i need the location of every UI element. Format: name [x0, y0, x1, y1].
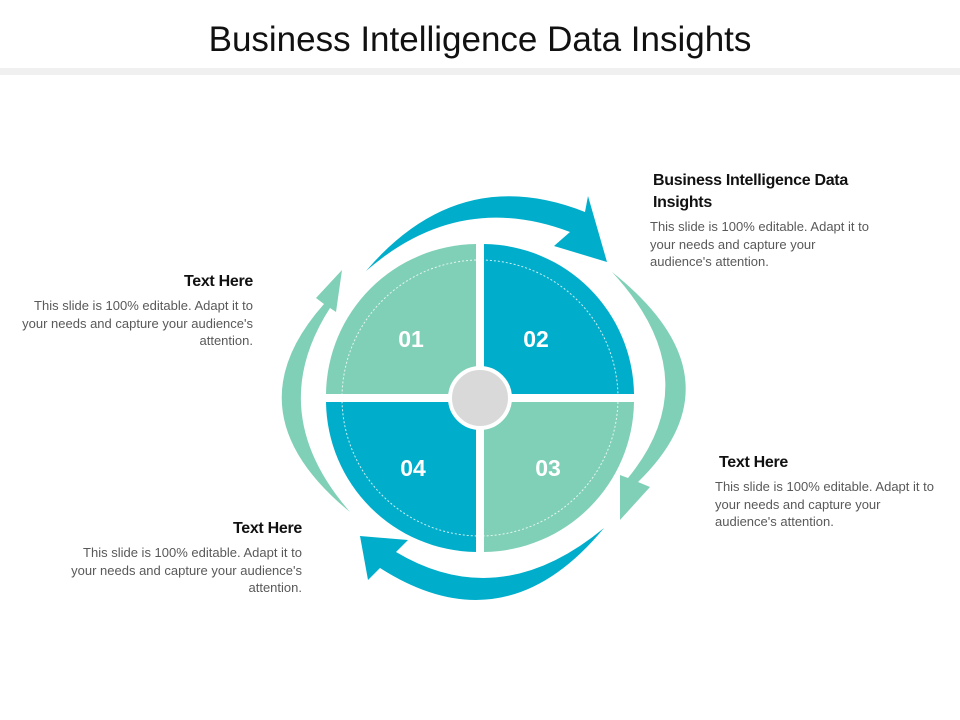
quadrant-03: [484, 402, 634, 552]
title-divider: [0, 68, 960, 75]
quadrant-number-03: 03: [535, 455, 561, 481]
block-heading: Text Here: [719, 454, 789, 471]
text-block-right: Text Here This slide is 100% editable. A…: [715, 452, 945, 531]
block-heading: Text Here: [232, 520, 302, 537]
block-body: This slide is 100% editable. Adapt it to…: [22, 298, 253, 348]
block-body: This slide is 100% editable. Adapt it to…: [650, 219, 869, 269]
quadrant-number-04: 04: [400, 455, 426, 481]
quadrant-02: [484, 244, 634, 394]
text-block-top-right: Business Intelligence Data Insights This…: [650, 170, 880, 271]
block-body: This slide is 100% editable. Adapt it to…: [71, 545, 302, 595]
block-heading: Business Intelligence Data Insights: [653, 172, 848, 211]
arrow-bottom-icon: [360, 528, 604, 600]
text-block-bottom-left: Text Here This slide is 100% editable. A…: [70, 518, 302, 597]
inner-dotted-ring: [341, 259, 619, 537]
block-body: This slide is 100% editable. Adapt it to…: [715, 479, 934, 529]
quadrant-number-02: 02: [523, 326, 549, 352]
quadrant-04: [326, 402, 476, 552]
slide-title: Business Intelligence Data Insights: [208, 20, 752, 59]
arrow-left-icon: [281, 270, 350, 512]
block-heading: Text Here: [183, 273, 253, 290]
arrow-top-icon: [366, 196, 607, 271]
quadrant-01: [326, 244, 476, 394]
arrow-right-icon: [612, 272, 686, 520]
quadrant-number-01: 01: [398, 326, 424, 352]
center-hub: [448, 366, 512, 430]
text-block-left: Text Here This slide is 100% editable. A…: [20, 271, 253, 350]
